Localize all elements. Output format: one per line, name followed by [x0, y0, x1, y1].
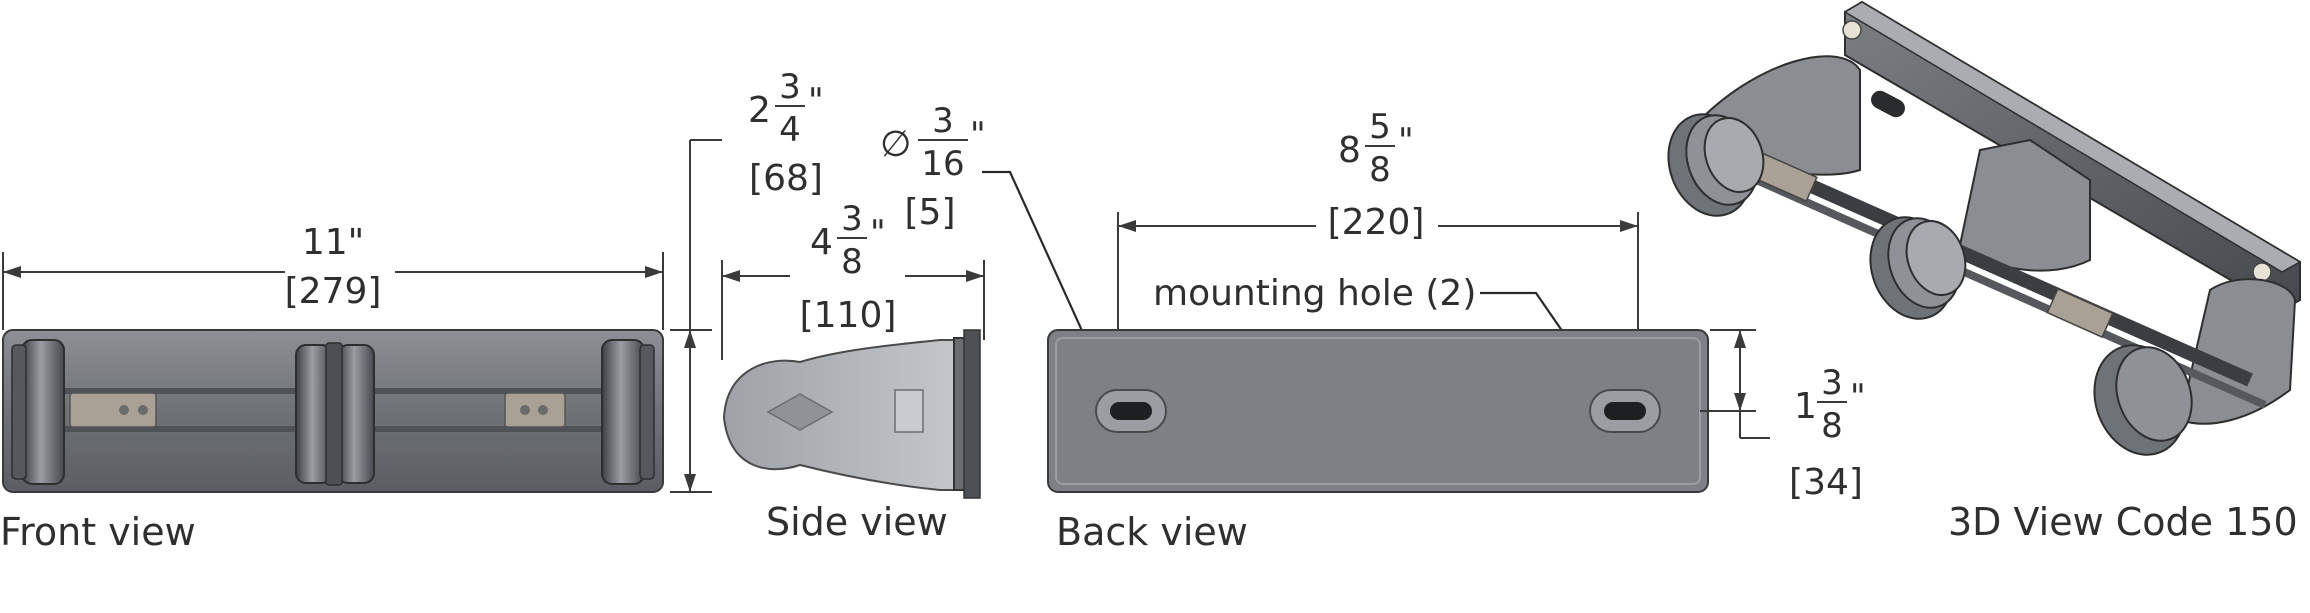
spacing-unit: " [1398, 121, 1414, 161]
iso-view: 3D View Code 150 [1667, 0, 2302, 544]
depth-den: 8 [841, 242, 863, 282]
side-view: 4 3 8 " [110] Side view [721, 199, 985, 544]
hole-diameter-num: 3 [932, 101, 954, 141]
spacing-den: 8 [1369, 150, 1391, 190]
width-inches-label: 11" [302, 222, 364, 263]
roll-left [11, 339, 65, 485]
mounting-hole-left [1095, 389, 1167, 433]
side-view-caption: Side view [766, 500, 948, 544]
iso-roll-right [2093, 344, 2193, 456]
back-view: 8 5 8 " [220] mounting hole (2) Back vie… [1047, 107, 1709, 554]
height-dimension: 2 3 4 " [68] [670, 67, 824, 493]
offset-unit: " [1850, 377, 1866, 417]
mounting-hole-right [1589, 389, 1661, 433]
hole-diameter-callout: ∅ 3 16 " [5] [880, 101, 1120, 411]
offset-mm-label: [34] [1789, 462, 1863, 503]
hole-diameter-mm-label: [5] [905, 192, 956, 233]
depth-mm-label: [110] [800, 295, 897, 336]
height-den: 4 [779, 110, 801, 150]
side-body [722, 339, 959, 491]
roll-center [295, 342, 375, 486]
depth-unit: " [870, 213, 886, 253]
height-unit: " [808, 81, 824, 121]
iso-view-caption: 3D View Code 150 [1948, 500, 2298, 544]
height-whole: 2 [748, 90, 771, 131]
offset-whole: 1 [1794, 386, 1817, 427]
spacing-whole: 8 [1338, 130, 1361, 171]
right-bracket-plate [504, 392, 566, 428]
width-mm-label: [279] [285, 271, 382, 312]
hole-diameter-den: 16 [921, 144, 964, 184]
front-view-caption: Front view [0, 510, 196, 554]
spacing-num: 5 [1369, 107, 1391, 147]
left-bracket-plate [69, 392, 157, 428]
hole-diameter-unit: " [970, 115, 986, 155]
depth-num: 3 [841, 199, 863, 239]
hole-diameter-symbol: ∅ [880, 124, 911, 165]
height-num: 3 [779, 67, 801, 107]
hole-offset-dimension: 1 3 8 " [34] [1700, 329, 1866, 503]
iso-roll-left [1667, 113, 1765, 217]
offset-den: 8 [1821, 406, 1843, 446]
back-view-caption: Back view [1056, 510, 1248, 554]
spacing-mm-label: [220] [1328, 202, 1425, 243]
mounting-hole-label: mounting hole (2) [1153, 273, 1476, 314]
front-view: 11" [279] Front view [0, 222, 664, 554]
depth-whole: 4 [810, 222, 833, 263]
offset-num: 3 [1821, 363, 1843, 403]
iso-roll-center [1869, 216, 1967, 320]
height-mm-label: [68] [749, 158, 823, 199]
roll-right [601, 339, 655, 485]
